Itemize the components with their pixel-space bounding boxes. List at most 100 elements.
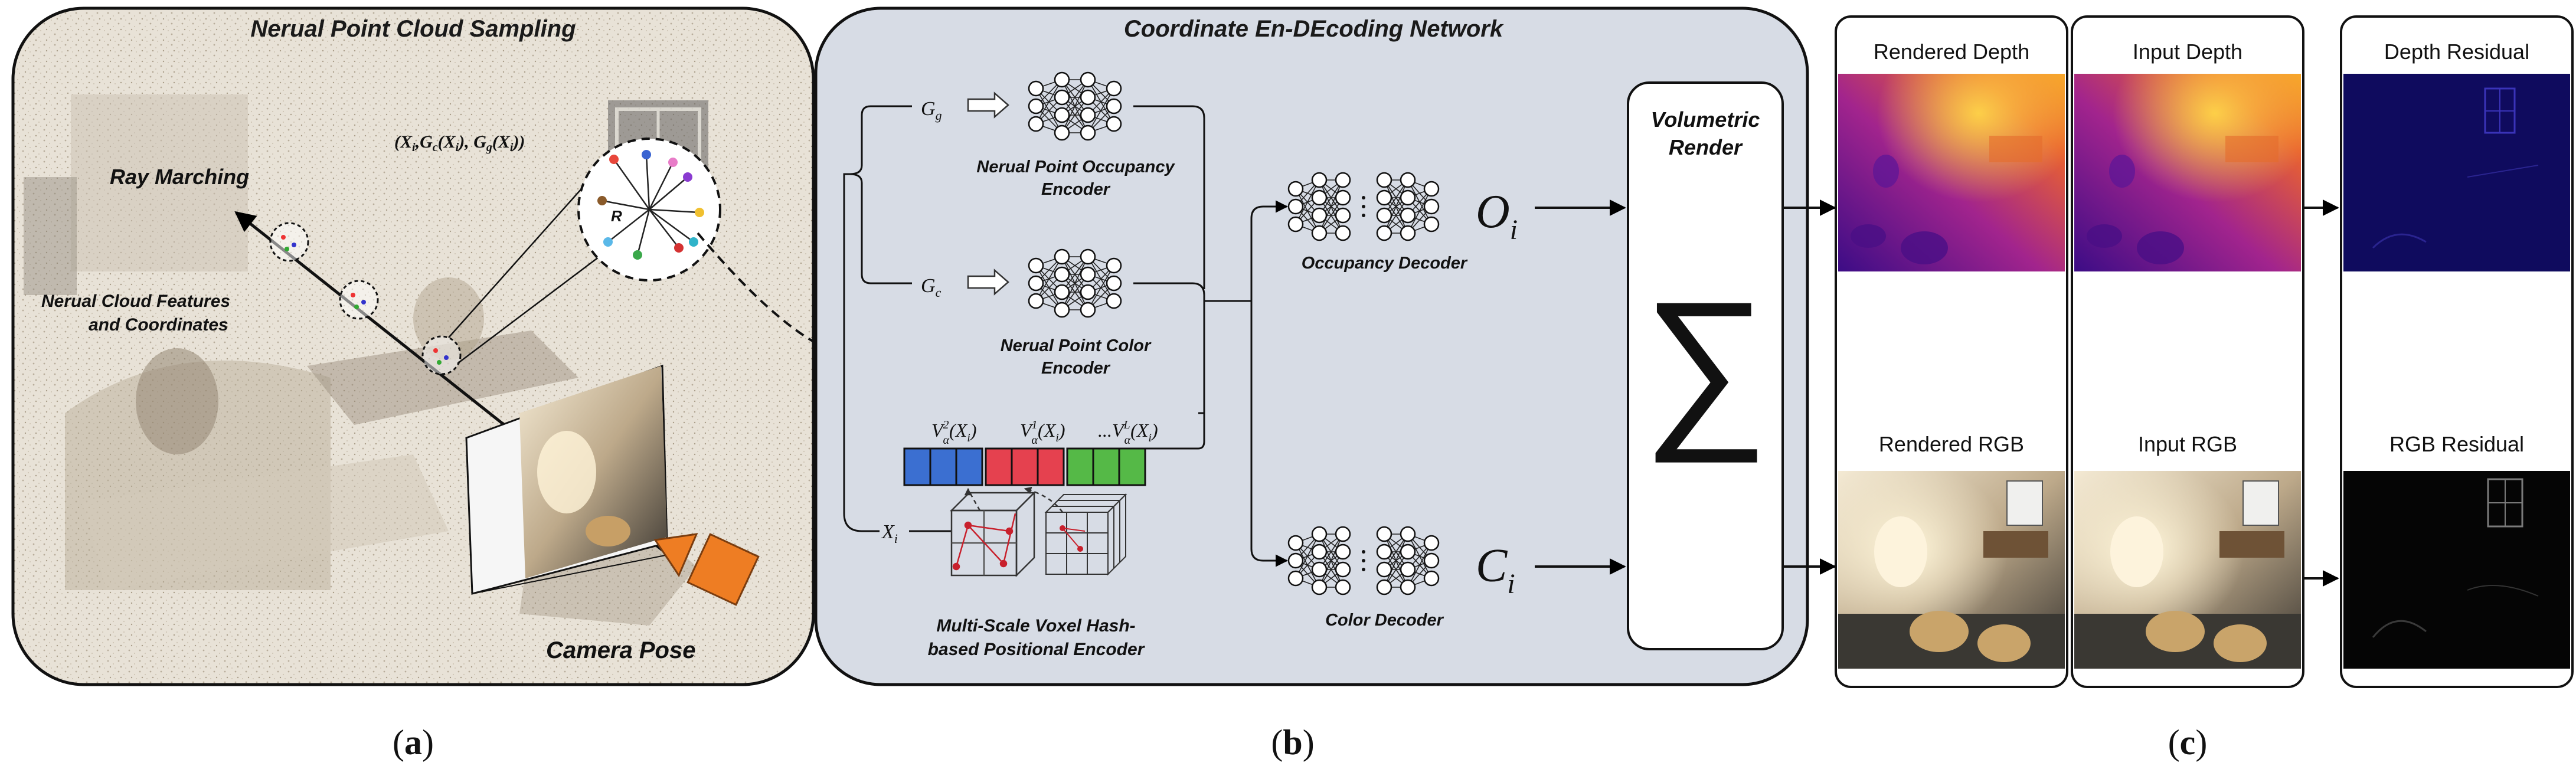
- network-node: [1028, 98, 1044, 114]
- magnified-neighborhood: R: [577, 138, 721, 282]
- color-encoder-network-icon: [1028, 248, 1122, 318]
- network-node: [1376, 561, 1392, 578]
- color-encoder-label-1: Nerual Point Color: [1001, 336, 1152, 355]
- cloud-features-label-1: Nerual Cloud Features: [41, 292, 230, 311]
- network-node: [1287, 216, 1304, 233]
- color-encoder-label-2: Encoder: [1041, 359, 1111, 378]
- ellipsis-dot: [1362, 568, 1365, 571]
- network-node: [1028, 293, 1044, 309]
- feature-cell: [955, 447, 983, 486]
- network-node: [1054, 284, 1070, 300]
- coarse-voxel-grid: [949, 490, 1037, 578]
- network-node: [1335, 172, 1351, 188]
- network-node: [1028, 257, 1044, 274]
- fine-grid-pointer: [1024, 486, 1064, 513]
- network-node: [1335, 207, 1351, 224]
- panel-b-frame: [814, 6, 1809, 686]
- network-node: [1423, 570, 1440, 587]
- ci-label: Ci: [1476, 540, 1515, 600]
- vector-to-merge-line: [1145, 413, 1205, 450]
- network-edge: [1407, 542, 1432, 588]
- network-edge: [1295, 533, 1320, 579]
- network-node: [1054, 107, 1070, 123]
- network-edge: [1035, 79, 1063, 125]
- panel-c: Rendered Depth Input Depth Depth Residua…: [1835, 15, 2574, 762]
- network-node: [1054, 248, 1070, 265]
- panel-b-title: Coordinate En-DEcoding Network: [1124, 16, 1504, 42]
- caption-b: (b): [1271, 723, 1314, 762]
- input-depth-label: Input Depth: [2133, 40, 2242, 64]
- voxel-encoder-label-2: based Positional Encoder: [928, 640, 1146, 659]
- depth-residual-image: [2343, 74, 2570, 271]
- gc-label: Gc: [921, 275, 942, 300]
- color-decoder-label: Color Decoder: [1325, 611, 1444, 630]
- network-node: [1106, 275, 1122, 292]
- occupancy-encoder-label-1: Nerual Point Occupancy: [976, 158, 1175, 176]
- network-edge: [1087, 265, 1114, 310]
- feature-cell: [1037, 447, 1065, 486]
- input-depth-image: [2074, 74, 2301, 271]
- network-node: [1080, 266, 1096, 283]
- radius-label: R: [611, 207, 622, 225]
- occupancy-encoder-label-2: Encoder: [1041, 180, 1111, 199]
- voxel-feature-vector: [903, 447, 1146, 486]
- network-node: [1054, 302, 1070, 318]
- network-node: [1287, 535, 1304, 551]
- caption-c: (c): [2168, 723, 2208, 762]
- network-node: [1311, 207, 1328, 224]
- network-node: [1287, 552, 1304, 569]
- network-edge: [1319, 533, 1343, 588]
- gg-arrow-icon: [967, 91, 1009, 119]
- network-node: [1311, 579, 1328, 595]
- ellipsis-dot: [1362, 214, 1365, 217]
- occupancy-encoder-network-icon: [1028, 71, 1122, 141]
- summation-symbol: ∑: [1642, 264, 1768, 464]
- camera-image-plane: [465, 364, 669, 595]
- network-node: [1311, 225, 1328, 241]
- network-node: [1106, 293, 1122, 309]
- rgb-residual-label: RGB Residual: [2389, 432, 2524, 456]
- rendered-rgb-image: [1838, 471, 2065, 669]
- zoom-line-bottom: [457, 247, 612, 364]
- sample-point-2: [339, 280, 379, 320]
- ray-marching-label: Ray Marching: [110, 165, 249, 189]
- network-node: [1106, 257, 1122, 274]
- network-node: [1376, 172, 1392, 188]
- encoder-input-lines: [843, 105, 912, 532]
- sample-point-1: [269, 222, 309, 262]
- sample-point-3: [421, 335, 462, 375]
- network-node: [1054, 89, 1070, 106]
- network-node: [1423, 535, 1440, 551]
- rendered-rgb-label: Rendered RGB: [1879, 432, 2024, 456]
- input-rgb-image: [2074, 471, 2301, 669]
- oi-label: Oi: [1476, 186, 1518, 246]
- feature-cell: [1011, 447, 1039, 486]
- feature-cell: [1066, 447, 1094, 486]
- network-node: [1423, 216, 1440, 233]
- network-node: [1080, 107, 1096, 123]
- panel-a: Nerual Point Cloud Sampling (Xi,Gc(Xi), …: [11, 6, 815, 762]
- network-node: [1080, 71, 1096, 88]
- network-node: [1335, 526, 1351, 542]
- camera-pose-label: Camera Pose: [546, 637, 695, 663]
- feature-cell: [985, 447, 1013, 486]
- color-decoder-network-icon: [1287, 526, 1440, 595]
- network-node: [1106, 80, 1122, 97]
- feature-cell: [1118, 447, 1146, 486]
- network-node: [1287, 570, 1304, 587]
- ellipsis-dot: [1362, 196, 1365, 199]
- occupancy-decoder-network-icon: [1287, 172, 1440, 241]
- network-node: [1080, 302, 1096, 318]
- rgb-residual-image: [2343, 471, 2570, 669]
- feature-cell: [903, 447, 931, 486]
- ellipsis-dot: [1362, 205, 1365, 208]
- network-node: [1106, 116, 1122, 132]
- network-edge: [1407, 188, 1432, 234]
- encoder-merge-lines: [1133, 105, 1289, 567]
- occupancy-decoder-label: Occupancy Decoder: [1302, 254, 1468, 273]
- network-node: [1376, 207, 1392, 224]
- volumetric-render-label-1: Volumetric: [1651, 107, 1760, 132]
